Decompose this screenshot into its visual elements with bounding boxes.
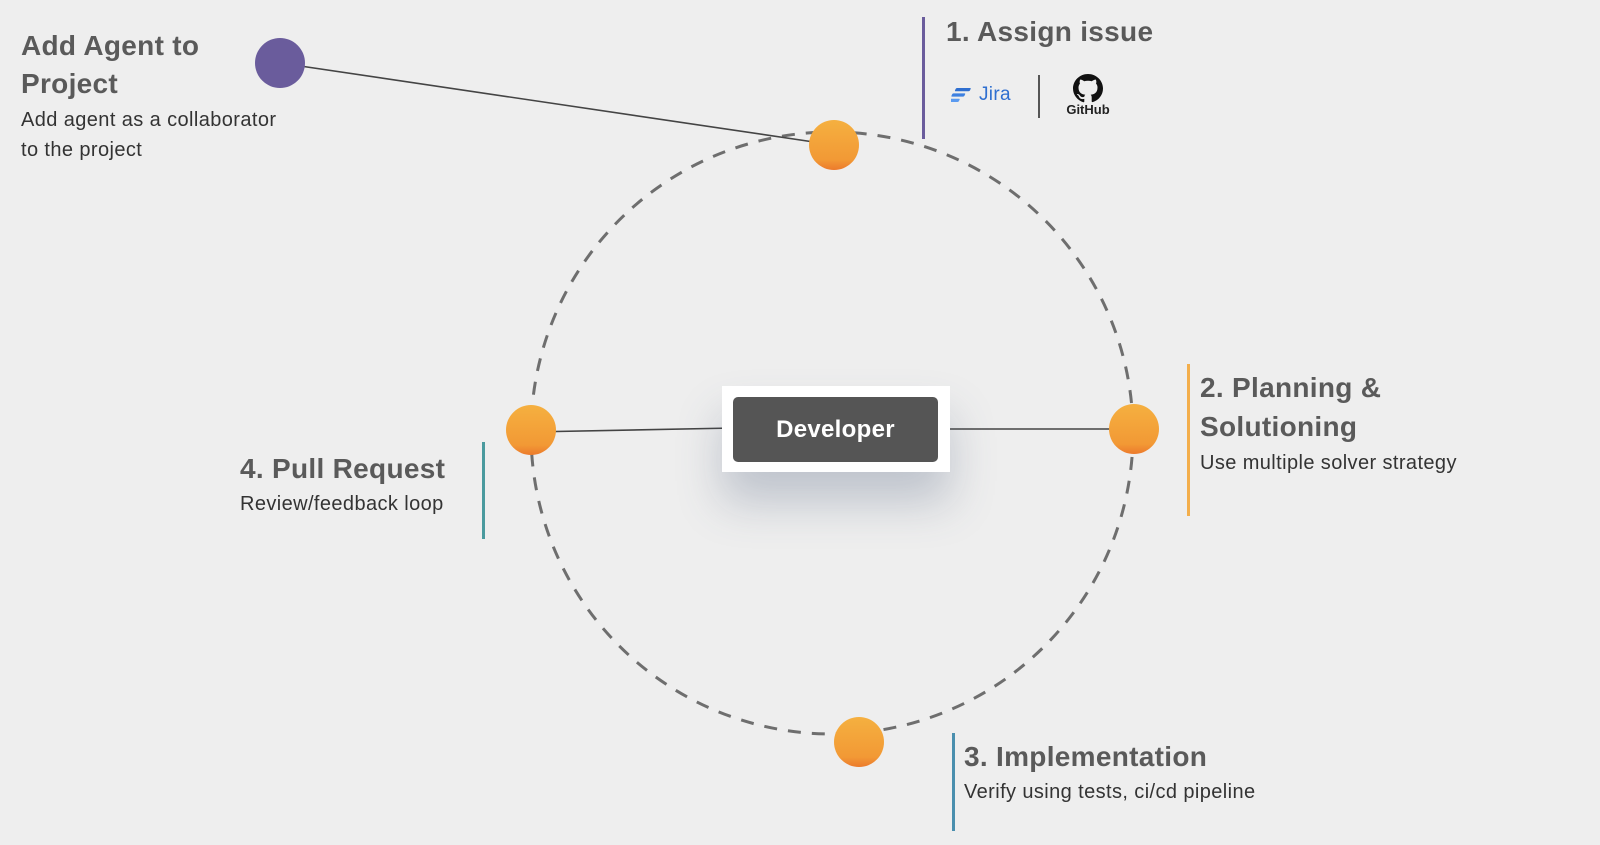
node-planning <box>1109 404 1159 454</box>
logo-divider <box>1038 75 1040 118</box>
step2-title-line1: 2. Planning & <box>1200 372 1382 403</box>
jira-logo-icon <box>951 88 971 103</box>
step3-desc: Verify using tests, ci/cd pipeline <box>964 781 1256 803</box>
start-title-line1: Add Agent to <box>21 30 200 61</box>
start-title-line2: Project <box>21 68 119 99</box>
connector-start-to-assign <box>279 62 835 146</box>
jira-logo: Jira <box>951 82 1011 108</box>
github-octocat-icon <box>1073 74 1103 103</box>
jira-logo-label: Jira <box>979 84 1011 105</box>
step4-accent-bar <box>482 442 485 539</box>
node-implementation <box>834 717 884 767</box>
github-logo-label: GitHub <box>1066 102 1110 117</box>
step2-desc: Use multiple solver strategy <box>1200 452 1457 474</box>
start-node <box>255 38 305 88</box>
step1-accent-bar <box>922 17 925 139</box>
node-pull-request <box>506 405 556 455</box>
step3-accent-bar <box>952 733 955 831</box>
developer-card: Developer <box>722 386 950 472</box>
step3-title: 3. Implementation <box>964 741 1208 772</box>
step1-title: 1. Assign issue <box>946 16 1154 47</box>
step2-accent-bar <box>1187 364 1190 516</box>
start-desc-line1: Add agent as a collaborator <box>21 109 277 131</box>
node-assign-issue <box>809 120 859 170</box>
start-desc-line2: to the project <box>21 139 143 161</box>
connector-developer-to-pull-request <box>529 427 735 433</box>
github-logo: GitHub <box>1060 73 1116 117</box>
step4-desc: Review/feedback loop <box>240 493 444 515</box>
step4-title: 4. Pull Request <box>240 453 446 484</box>
step2-title-line2: Solutioning <box>1200 411 1358 442</box>
developer-label: Developer <box>733 397 938 462</box>
